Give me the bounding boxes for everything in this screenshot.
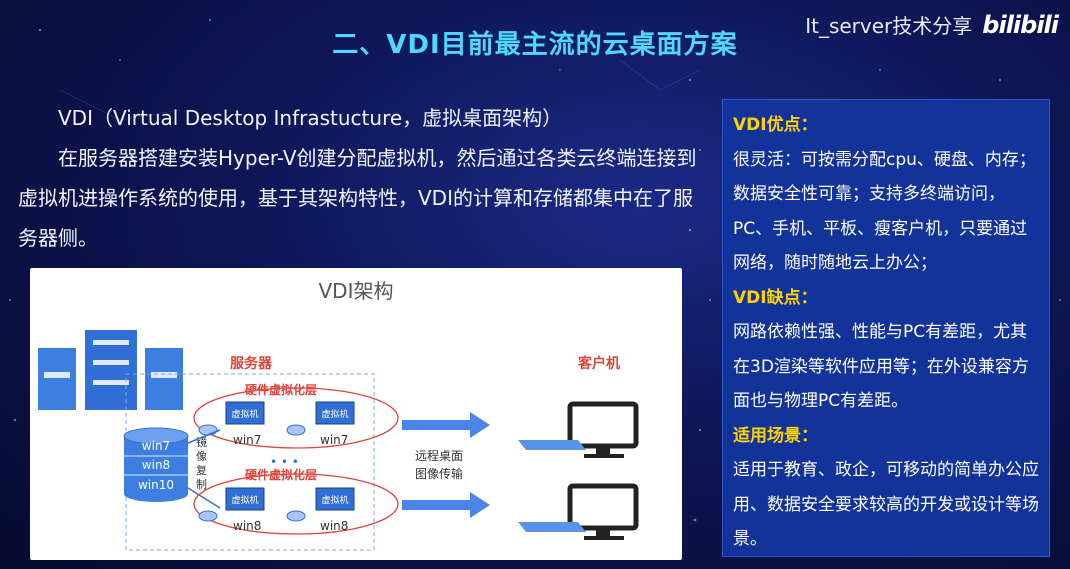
server-rack-icon [38,330,183,410]
svg-text:虚拟机: 虚拟机 [231,408,258,420]
mirror-char: 像 [196,450,207,463]
copy-arrow [187,429,221,444]
disk-icon [286,424,306,436]
right-arrow-icon [402,412,490,438]
scene-text: 适用于教育、政企，可移动的简单办公应用、数据安全要求较高的开发或设计等场景。 [733,460,1039,549]
database-icon [123,427,189,502]
client-label: 客户机 [577,355,620,372]
pros-cons-panel: VDI优点： 很灵活：可按需分配cpu、硬盘、内存；数据安全性可靠；支持多终端访… [722,99,1050,557]
disk-icon [198,510,218,522]
vm-win8-label: win8 [320,519,348,533]
ellipsis-dots: • • • [270,455,299,469]
scene-title: 适用场景： [733,425,818,446]
db-win8: win8 [142,458,170,472]
right-arrow-icon [402,492,490,518]
copy-arrow [187,487,221,509]
bilibili-logo: bilibili [982,10,1059,39]
hv-layer-ellipse-1 [193,387,399,449]
channel-name: It_server技术分享 [805,14,973,38]
slide-title: 二、VDI目前最主流的云桌面方案 [332,30,738,60]
arrow-win7-label: win7 [233,433,261,447]
intro-line-1: VDI（Virtual Desktop Infrastucture，虚拟桌面架构… [58,106,563,130]
disk-icon [286,510,306,522]
disk-icon [198,424,218,436]
db-win10: win10 [138,478,174,492]
mirror-char: 复 [196,463,207,477]
vdi-architecture-diagram: VDI架构 服务器 硬件虚拟化层 虚拟机 虚拟机 win7 win7 [30,268,682,560]
mirror-char: 制 [196,478,207,491]
vm-icon: 虚拟机 [315,487,355,511]
vm-icon: 虚拟机 [225,401,265,425]
svg-text:虚拟机: 虚拟机 [321,408,348,420]
db-win7: win7 [142,439,170,453]
vm-icon: 虚拟机 [315,401,355,425]
vm-win7-label: win7 [320,433,348,447]
hv-layer-label-1: 硬件虚拟化层 [245,382,317,397]
intro-text: VDI（Virtual Desktop Infrastucture，虚拟桌面架构… [18,98,698,258]
hv-layer-ellipse-2 [193,473,399,535]
vm-icon: 虚拟机 [225,487,265,511]
svg-text:虚拟机: 虚拟机 [231,494,258,506]
server-label: 服务器 [230,355,273,372]
cons-text: 网路依赖性强、性能与PC有差距，尤其在3D渲染等软件应用等；在外设兼容方面也与物… [733,322,1029,411]
diagram-title: VDI架构 [319,279,394,303]
client-monitor-icon [518,483,639,540]
pros-title: VDI优点： [733,115,818,135]
client-monitor-icon [518,401,639,458]
mirror-char: 镜 [196,435,207,449]
remote-label-2: 图像传输 [415,466,463,481]
intro-paragraph: 在服务器搭建安装Hyper-V创建分配虚拟机，然后通过各类云终端连接到虚拟机进操… [18,146,697,250]
arrow-win8-label: win8 [233,519,261,533]
cons-title: VDI缺点： [733,287,818,308]
watermark: It_server技术分享 bilibili [805,10,1059,39]
pros-text: 很灵活：可按需分配cpu、硬盘、内存；数据安全性可靠；支持多终端访问，PC、手机… [733,149,1036,274]
svg-text:虚拟机: 虚拟机 [321,494,348,506]
remote-label-1: 远程桌面 [415,448,463,463]
